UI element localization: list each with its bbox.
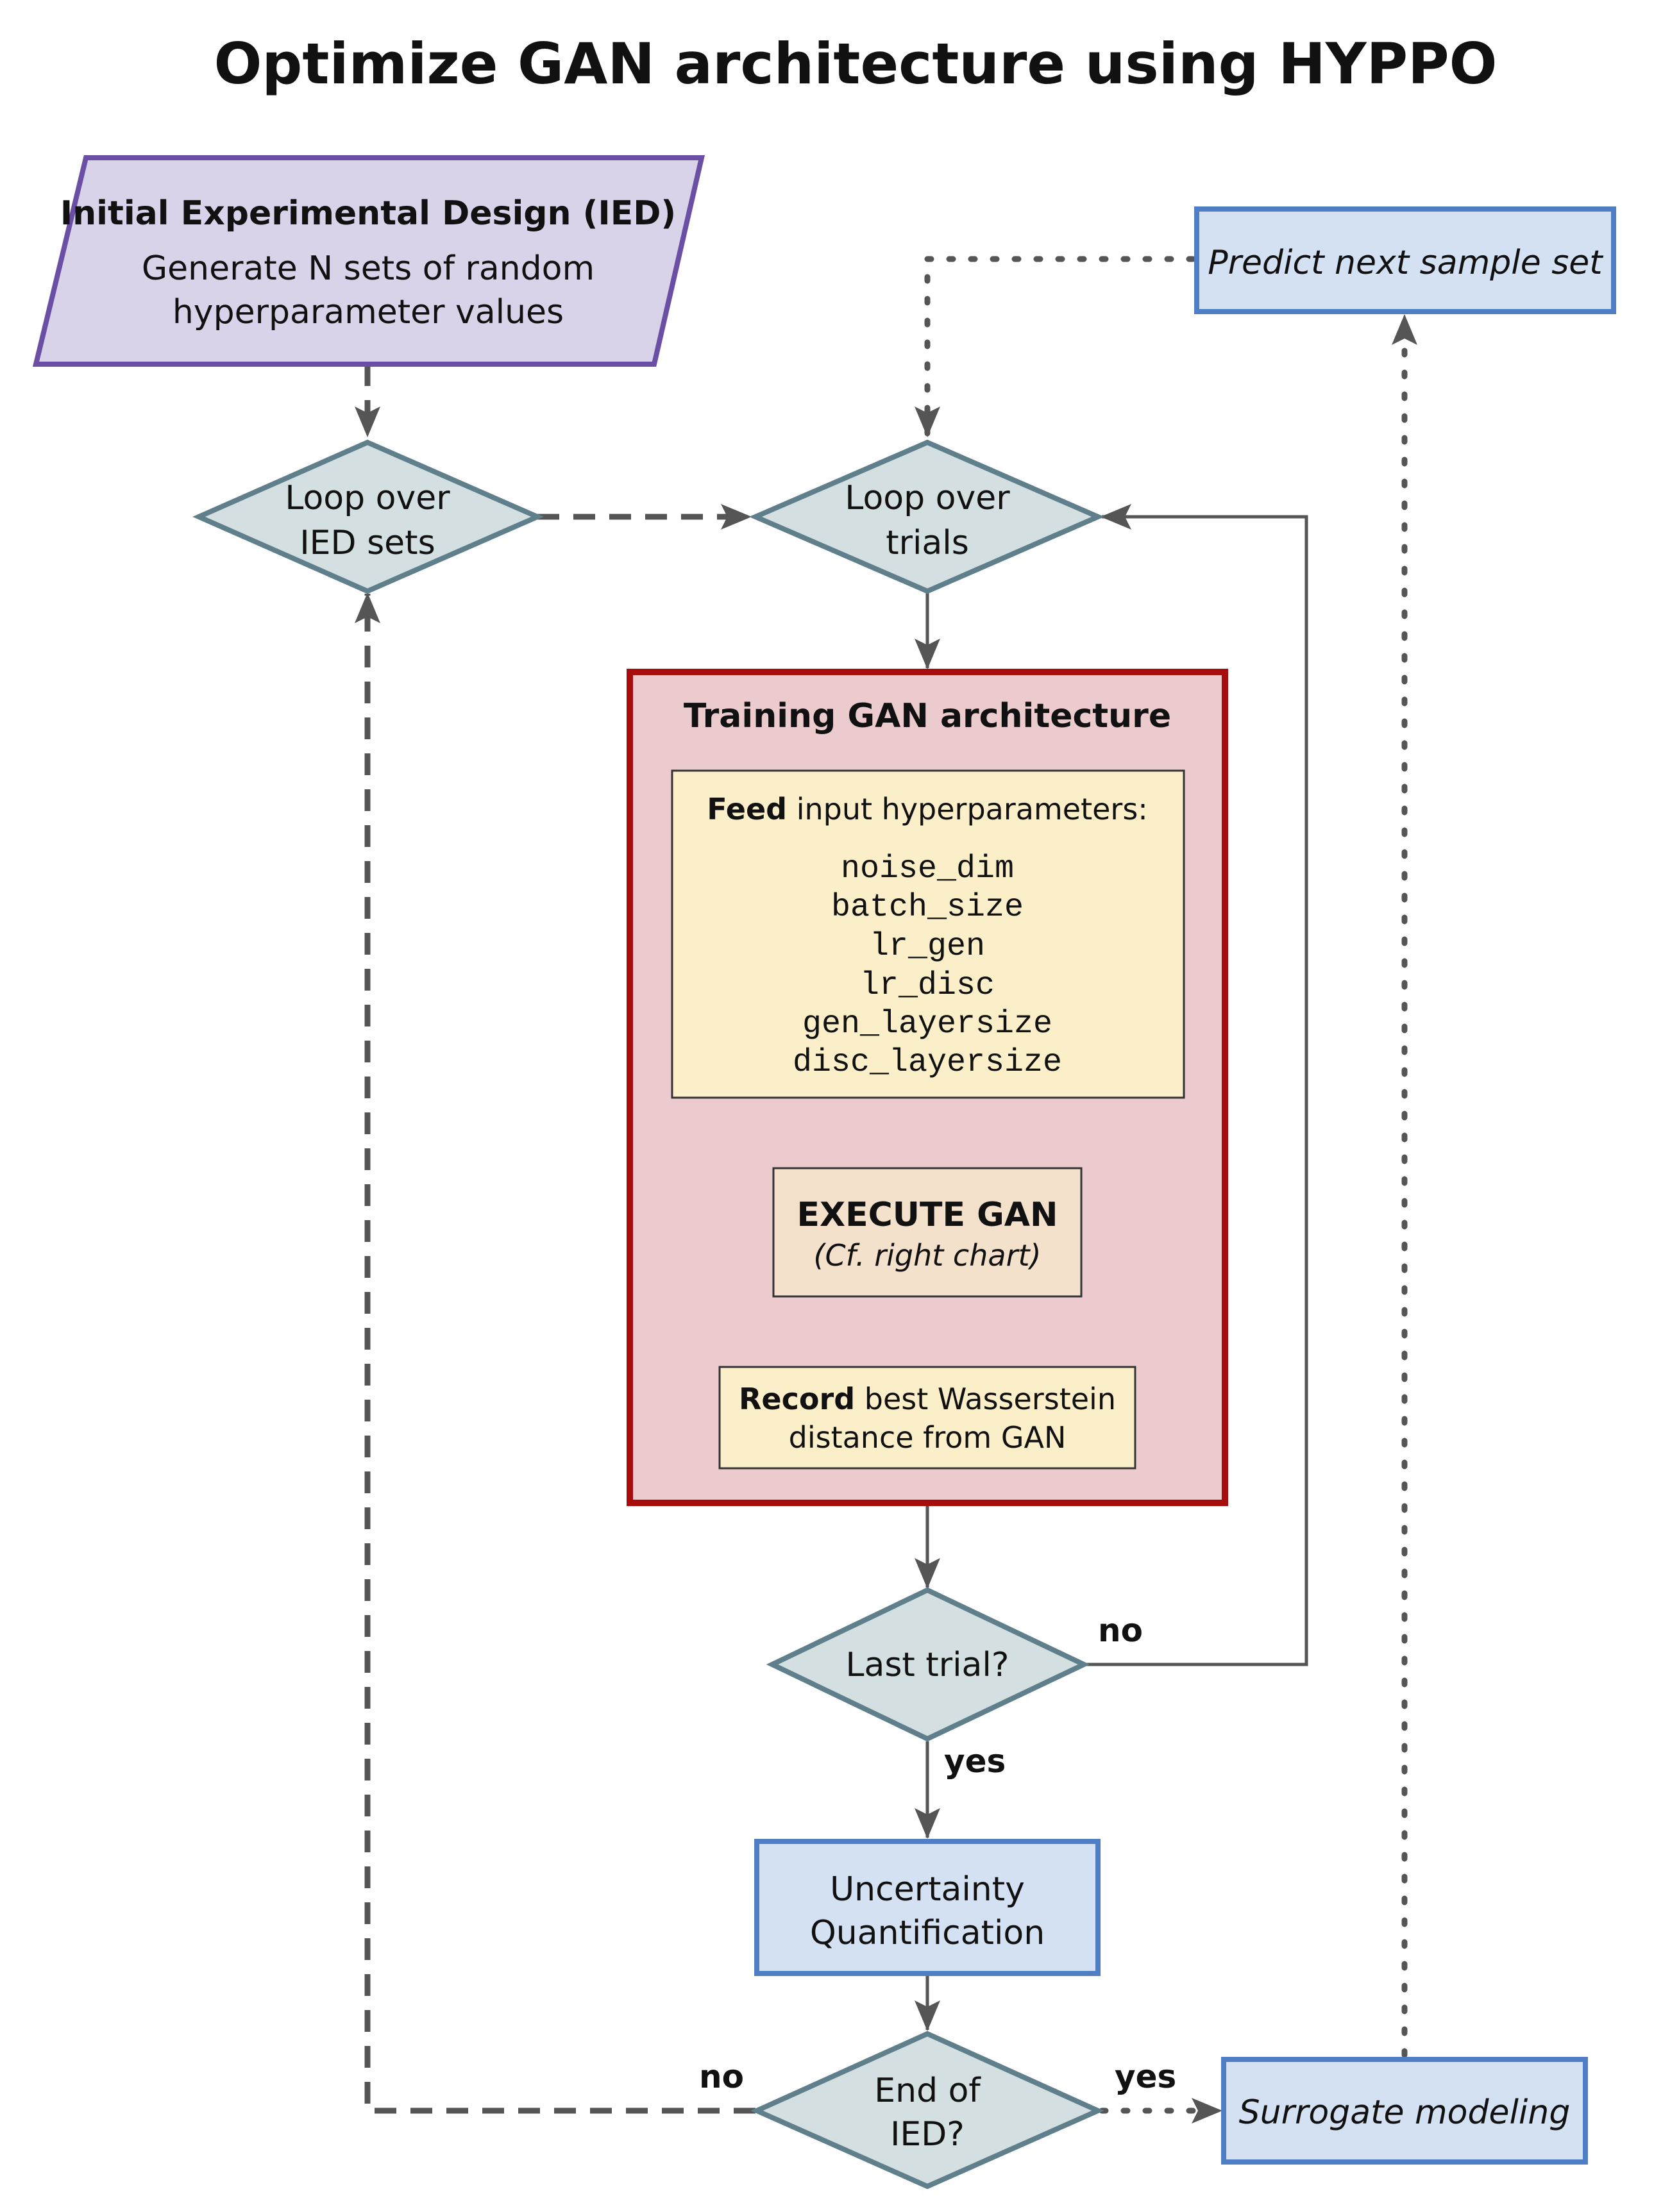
record-bold: Record (739, 1382, 855, 1416)
end-ied-diamond (750, 2031, 1104, 2190)
end-ied-yes-label: yes (1115, 2058, 1176, 2095)
training-title: Training GAN architecture (684, 697, 1171, 735)
ied-heading: Initial Experimental Design (IED) (60, 194, 676, 233)
last-trial-diamond (766, 1587, 1090, 1742)
loop-ied-node: Loop over IED sets (192, 439, 544, 594)
surrogate-label: Surrogate modeling (1239, 2093, 1571, 2132)
last-trial-label: Last trial? (846, 1646, 1009, 1684)
param-noise-dim: noise_dim (841, 851, 1014, 887)
arrow-end-ied-no-to-loop-ied (355, 592, 755, 2114)
loop-ied-line-2: IED sets (300, 524, 435, 562)
loop-ied-line-1: Loop over (285, 479, 450, 517)
uq-node: Uncertainty Quantification (754, 1839, 1101, 1976)
param-lr-disc: lr_disc (860, 968, 995, 1004)
predict-box (1194, 206, 1616, 314)
surrogate-node: Surrogate modeling (1221, 2057, 1588, 2165)
end-ied-node: End of IED? no yes (699, 2031, 1176, 2190)
uq-line-1: Uncertainty (830, 1870, 1025, 1909)
feed-heading-rest: input hyperparameters: (787, 792, 1148, 826)
predict-node: Predict next sample set (1194, 206, 1616, 314)
loop-trials-node: Loop over trials (748, 439, 1105, 594)
record-line-2: distance from GAN (789, 1420, 1067, 1455)
ied-line-1: Generate N sets of random (142, 249, 595, 288)
end-ied-no-label: no (699, 2058, 744, 2095)
surrogate-box (1221, 2057, 1588, 2165)
feed-box (671, 769, 1185, 1099)
record-line-1: Record best Wasserstein (739, 1382, 1116, 1416)
loop-trials-line-1: Loop over (845, 479, 1010, 517)
uq-box (754, 1839, 1101, 1976)
connectors (355, 256, 1417, 2124)
ied-line-2: hyperparameter values (173, 293, 564, 331)
feed-heading: Feed input hyperparameters: (707, 792, 1148, 826)
last-trial-yes-label: yes (944, 1743, 1006, 1780)
record-rest: best Wasserstein (855, 1382, 1116, 1416)
record-box (718, 1366, 1136, 1470)
ied-node: Initial Experimental Design (IED) Genera… (32, 155, 705, 367)
loop-trials-diamond (748, 439, 1105, 594)
param-batch-size: batch_size (831, 889, 1024, 926)
param-disc-layersize: disc_layersize (793, 1044, 1062, 1081)
execute-title: EXECUTE GAN (797, 1196, 1058, 1234)
execute-box (772, 1167, 1083, 1298)
param-gen-layersize: gen_layersize (802, 1006, 1052, 1043)
last-trial-node: Last trial? no yes (766, 1587, 1143, 1780)
end-ied-line-1: End of (874, 2072, 981, 2110)
arrow-predict-to-loop-trials (915, 256, 1196, 439)
feed-heading-bold: Feed (707, 792, 787, 826)
predict-label: Predict next sample set (1208, 244, 1603, 282)
end-ied-line-2: IED? (890, 2115, 965, 2154)
execute-subtitle: (Cf. right chart) (814, 1238, 1042, 1273)
uq-line-2: Quantification (810, 1914, 1045, 1952)
loop-ied-diamond (192, 439, 544, 594)
arrow-last-trial-no-to-loop-trials (1084, 504, 1308, 1666)
param-lr-gen: lr_gen (870, 928, 985, 965)
page-title: Optimize GAN architecture using HYPPO (214, 31, 1498, 97)
last-trial-no-label: no (1098, 1612, 1143, 1649)
training-node: Training GAN architecture Feed input hyp… (627, 669, 1228, 1506)
loop-trials-line-2: trials (886, 524, 969, 562)
ied-parallelogram (32, 155, 705, 367)
